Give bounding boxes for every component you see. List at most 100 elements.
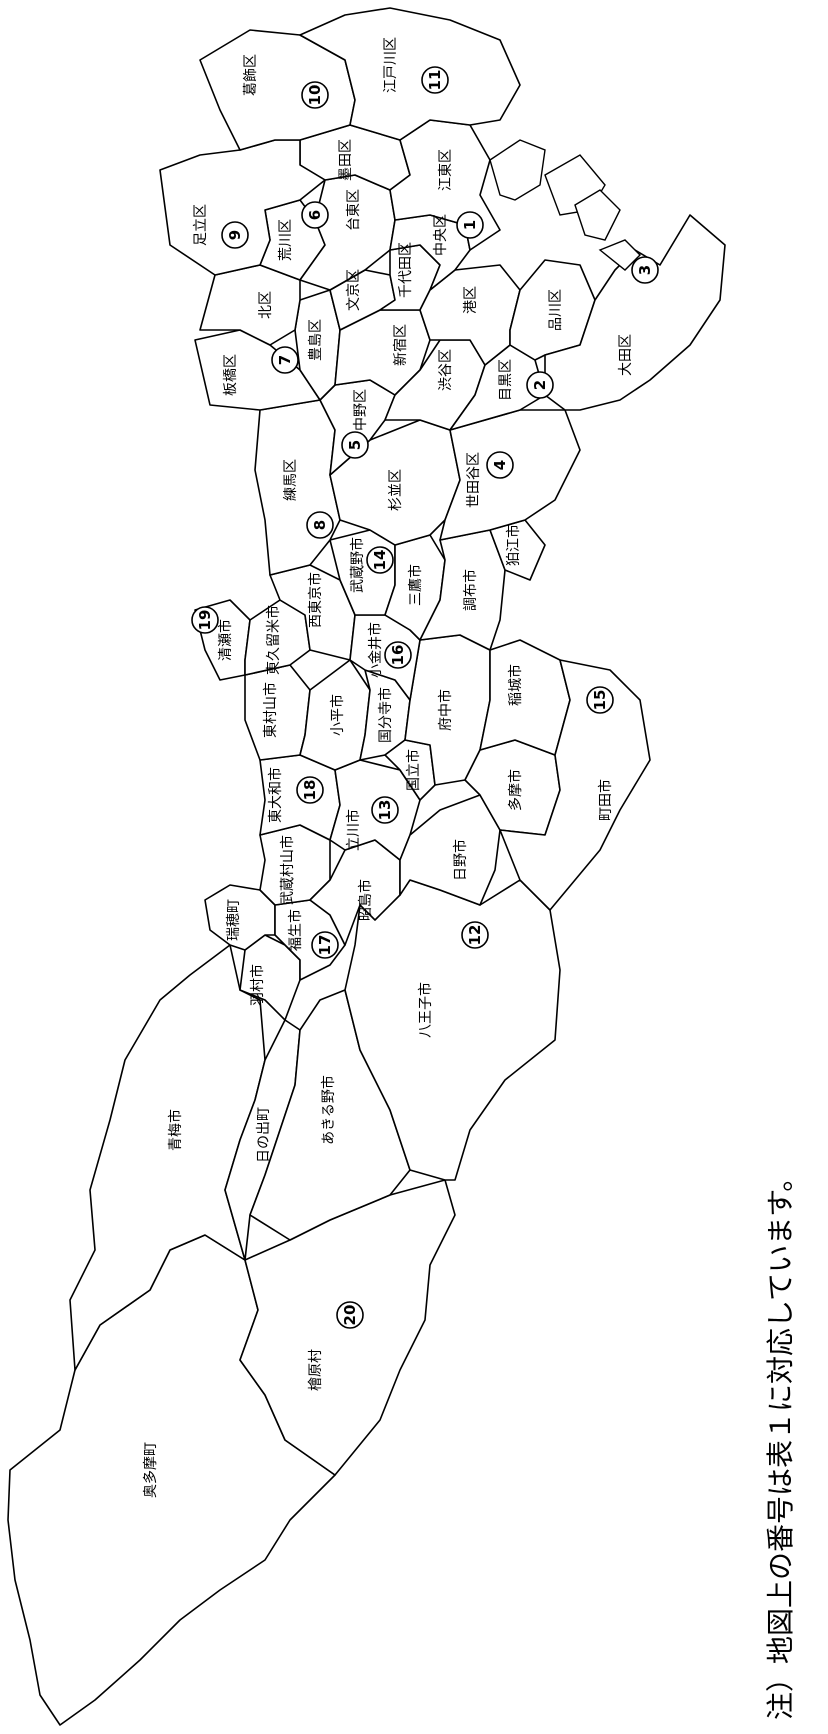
label-akiruno: あきる野市 [320,1075,337,1145]
region-setagaya [439,409,581,541]
label-higashiyamato: 東大和市 [267,767,284,823]
svg-text:17: 17 [316,935,334,956]
number-marker-2: 2 [526,371,554,399]
label-ome: 青梅市 [167,1109,184,1151]
label-tachikawa: 立川市 [345,809,362,851]
region-inagi [479,639,571,756]
region-ota [544,214,726,411]
region-bay-island-3 [574,189,621,241]
label-chiyoda: 千代田区 [398,242,414,298]
svg-text:12: 12 [466,925,484,946]
map-labels: 奥多摩町 檜原村 青梅市 日の出町 あきる野市 八王子市 羽村市 瑞穂町 福生市… [142,37,634,1498]
label-mitaka: 三鷹市 [407,564,424,606]
label-nishitokyo: 西東京市 [307,572,324,628]
svg-text:18: 18 [301,780,319,801]
number-marker-17: 17 [311,931,339,959]
label-minato: 港区 [463,286,479,314]
svg-text:11: 11 [426,70,444,91]
label-adachi: 足立区 [193,204,209,246]
label-edogawa: 江戸川区 [383,37,399,93]
number-marker-14: 14 [366,546,394,574]
number-marker-10: 10 [301,81,329,109]
label-bunkyo: 文京区 [346,269,362,311]
svg-text:9: 9 [226,230,244,240]
label-sumida: 墨田区 [338,139,354,181]
region-ome [69,944,266,1371]
number-marker-6: 6 [301,201,329,229]
label-toshima: 豊島区 [308,319,324,361]
region-bay-island-1 [489,139,546,201]
label-kodaira: 小平市 [329,694,346,736]
map-regions [7,7,726,1726]
label-kokubunji: 国分寺市 [377,687,394,743]
label-suginami: 杉並区 [388,469,404,511]
svg-text:4: 4 [491,460,509,470]
number-marker-16: 16 [384,641,412,669]
label-chofu: 調布市 [462,569,479,611]
region-machida [499,659,651,911]
number-marker-8: 8 [306,511,334,539]
region-minato [419,264,521,366]
region-hino [399,794,501,906]
number-marker-15: 15 [586,686,614,714]
number-marker-19: 19 [191,606,219,634]
label-hinohara: 檜原村 [307,1349,324,1391]
label-koto: 江東区 [438,149,454,191]
label-fussa: 福生市 [287,909,304,951]
label-tama: 多摩市 [507,769,524,811]
label-kiyose: 清瀬市 [217,619,234,661]
region-edogawa [299,7,521,141]
label-nakano: 中野区 [353,389,369,431]
label-chuo: 中央区 [433,214,449,256]
number-marker-1: 1 [456,211,484,239]
label-ota: 大田区 [618,334,634,376]
label-fuchu: 府中市 [437,689,454,731]
label-shinagawa: 品川区 [548,289,564,331]
number-marker-4: 4 [486,451,514,479]
region-mizuho [204,884,276,951]
label-katsushika: 葛飾区 [243,54,259,96]
label-hachioji: 八王子市 [417,982,434,1038]
svg-text:5: 5 [346,440,364,450]
number-marker-12: 12 [461,921,489,949]
label-higashimurayama: 東村山市 [262,682,279,738]
svg-text:3: 3 [636,265,654,275]
label-okutama: 奥多摩町 [142,1442,159,1498]
label-shinjuku: 新宿区 [392,324,409,366]
label-akishima: 昭島市 [357,879,374,921]
label-machida: 町田市 [597,779,614,821]
svg-text:14: 14 [371,550,389,571]
number-marker-3: 3 [631,256,659,284]
svg-text:16: 16 [389,645,407,666]
label-setagaya: 世田谷区 [466,452,482,508]
region-bay-island-4 [598,239,641,271]
label-meguro: 目黒区 [498,359,514,401]
label-hamura: 羽村市 [249,964,266,1006]
svg-text:1: 1 [461,220,479,230]
svg-text:2: 2 [531,380,549,390]
label-mizuho: 瑞穂町 [226,899,242,941]
label-shibuya: 渋谷区 [438,349,454,391]
number-marker-11: 11 [421,66,449,94]
svg-text:13: 13 [376,800,394,821]
label-komae: 狛江市 [505,524,522,566]
svg-text:6: 6 [306,210,324,220]
number-marker-20: 20 [336,1301,364,1329]
label-kunitachi: 国立市 [405,749,422,791]
map-numbers: 1 2 3 4 5 6 7 8 9 10 11 12 13 14 15 16 1… [191,66,659,1329]
label-hino: 日野市 [452,839,469,881]
svg-text:10: 10 [306,85,324,106]
number-marker-7: 7 [271,346,299,374]
label-higashikurume: 東久留米市 [265,605,282,675]
svg-text:20: 20 [341,1305,359,1326]
label-koganei: 小金井市 [367,622,384,678]
label-inagi: 稲城市 [507,664,524,706]
number-marker-9: 9 [221,221,249,249]
svg-text:15: 15 [591,690,609,711]
number-marker-18: 18 [296,776,324,804]
region-kita [199,264,301,346]
svg-text:8: 8 [311,520,329,530]
label-arakawa: 荒川区 [278,219,294,261]
